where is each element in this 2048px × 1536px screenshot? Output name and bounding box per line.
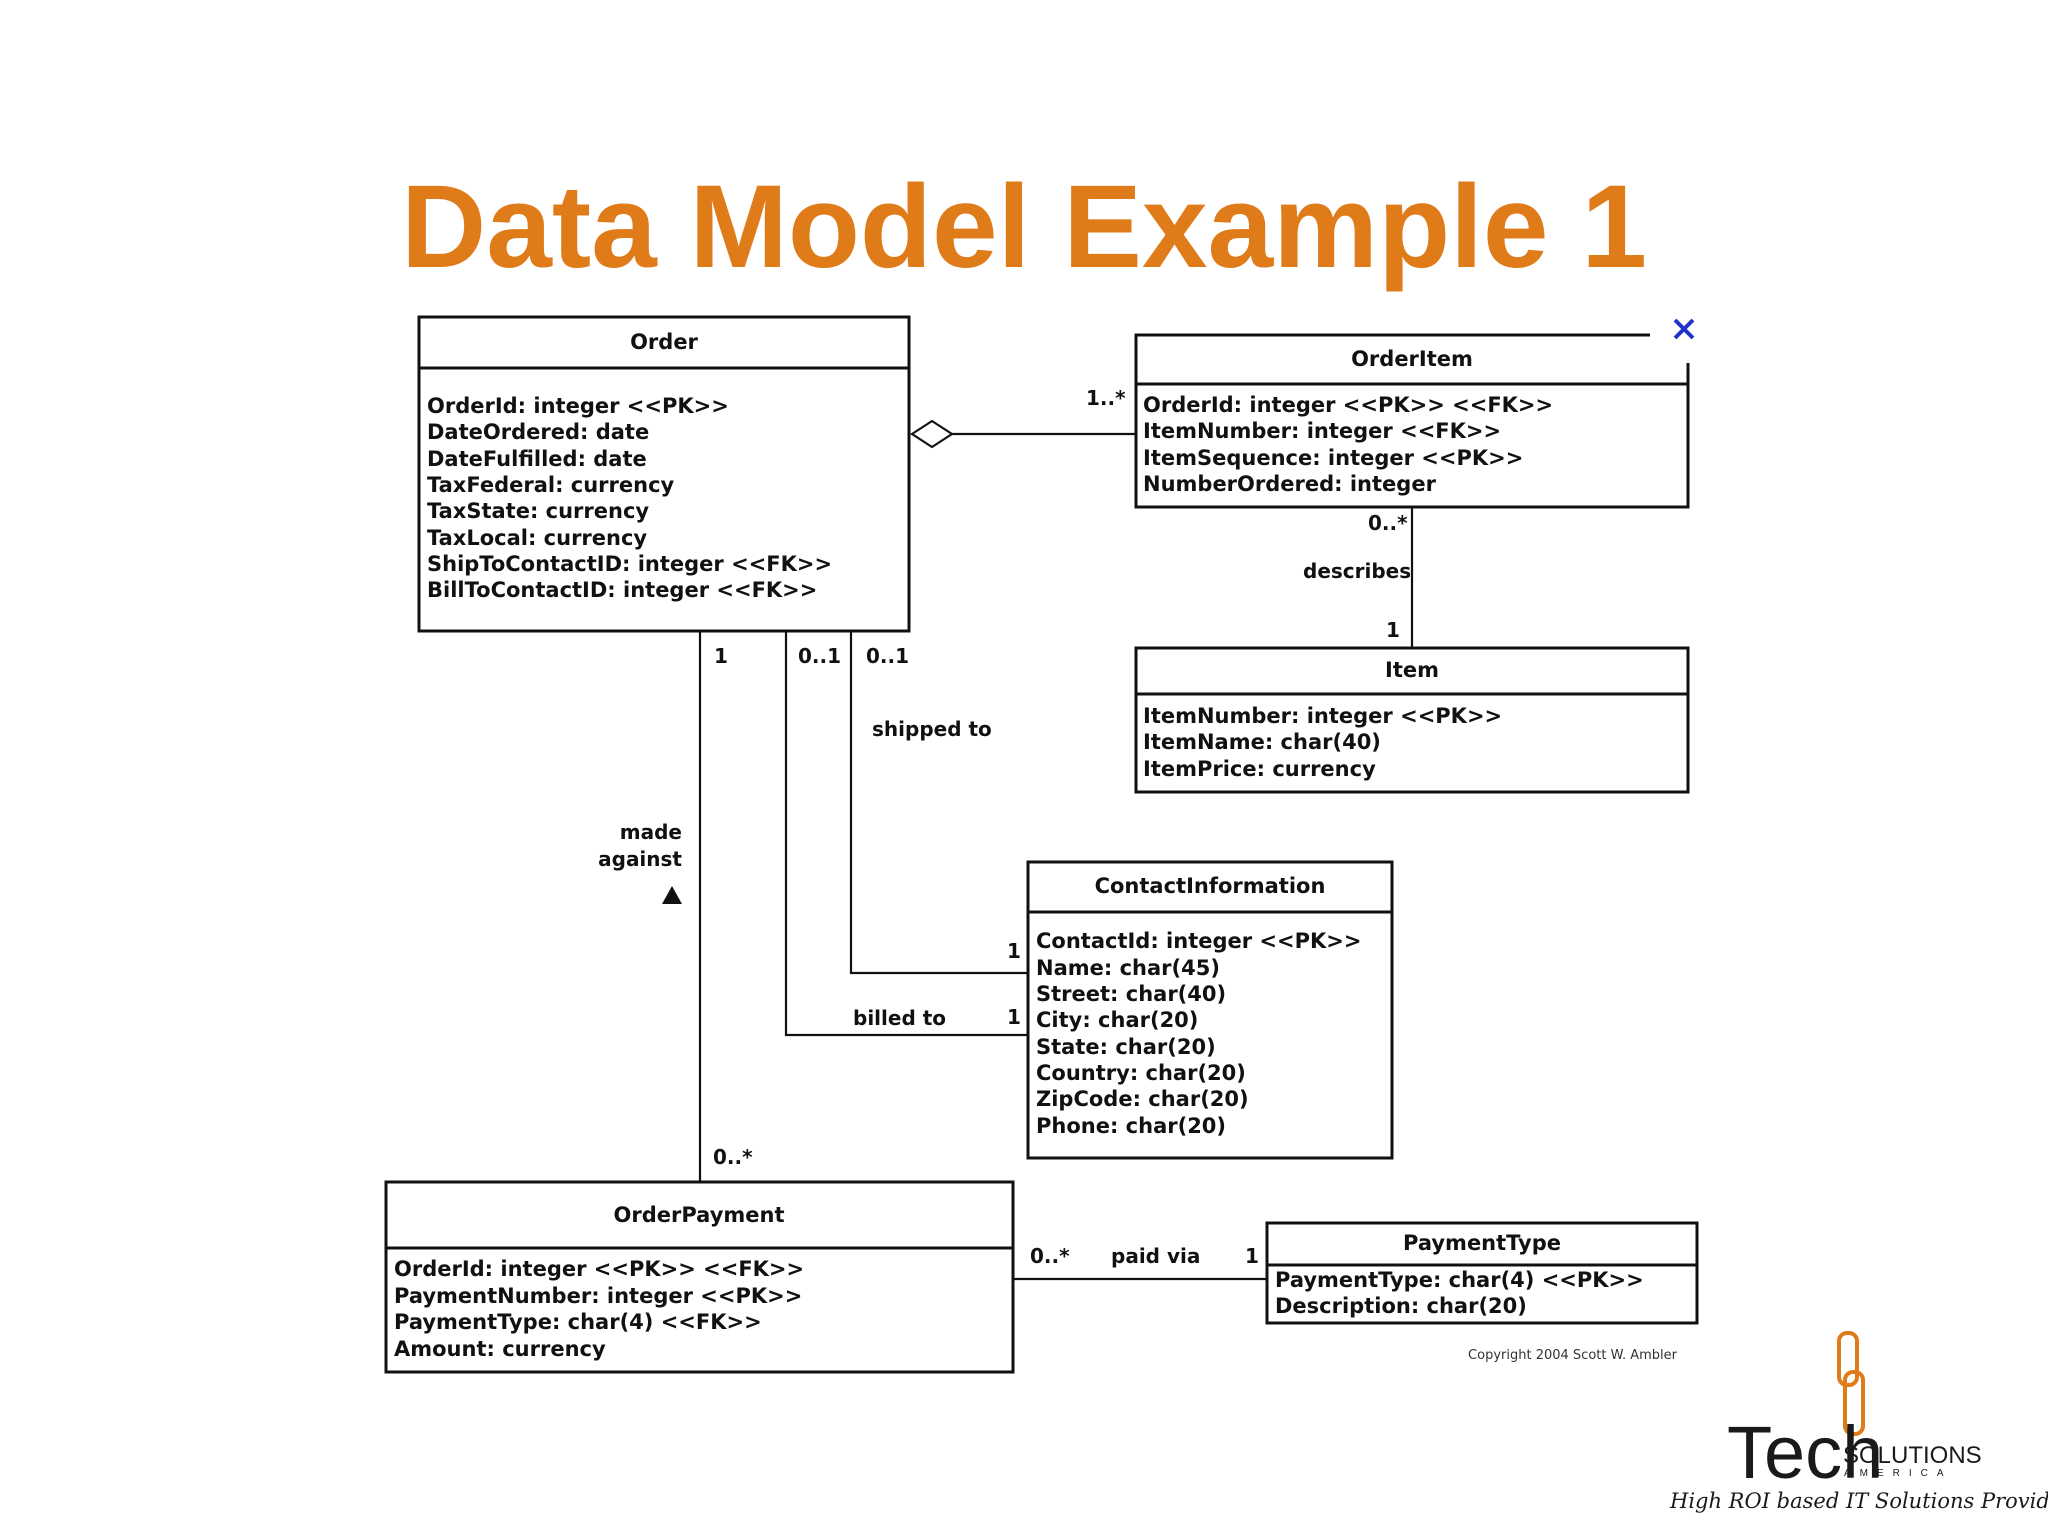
payment-attr: PaymentNumber: integer <<PK>> (394, 1284, 802, 1308)
billed-to-line (784, 631, 1028, 1037)
entity-order-payment-title: OrderPayment (614, 1203, 785, 1227)
order-attr: ShipToContactID: integer <<FK>> (427, 552, 832, 576)
entity-payment-type-title: PaymentType (1403, 1231, 1561, 1255)
company-logo: Tech SOLUTIONS AMERICA High ROI based IT… (1669, 1331, 2048, 1513)
multiplicity-label: 0..* (1030, 1244, 1070, 1268)
logo-solutions: SOLUTIONS (1843, 1442, 1982, 1469)
multiplicity-label: 1 (1007, 939, 1021, 963)
aggregation-diamond-icon (909, 419, 955, 449)
logo-brand: Tech (1727, 1411, 1883, 1494)
order-attr: TaxState: currency (427, 499, 649, 523)
contact-attr: Name: char(45) (1036, 956, 1220, 980)
entity-item-title: Item (1385, 658, 1439, 682)
payment-type-attr: PaymentType: char(4) <<PK>> (1275, 1268, 1644, 1292)
slide-title: Data Model Example 1 (401, 161, 1647, 293)
multiplicity-label: 1 (1386, 618, 1400, 642)
item-attr: ItemPrice: currency (1143, 757, 1376, 781)
logo-america: AMERICA (1844, 1468, 1953, 1479)
order-attr: BillToContactID: integer <<FK>> (427, 578, 817, 602)
payment-attr: PaymentType: char(4) <<FK>> (394, 1310, 762, 1334)
contact-attr: City: char(20) (1036, 1008, 1198, 1032)
copyright-notice: Copyright 2004 Scott W. Ambler (1468, 1348, 1678, 1363)
entity-order: Order OrderId: integer <<PK>> DateOrdere… (417, 315, 911, 633)
entity-payment-type: PaymentType PaymentType: char(4) <<PK>> … (1265, 1221, 1699, 1325)
logo-chain-icon (1837, 1331, 1865, 1436)
entity-contact-information-title: ContactInformation (1095, 874, 1326, 898)
relationship-label-made: made (620, 820, 682, 844)
multiplicity-label: 0..* (1368, 511, 1408, 535)
relationship-label-billed-to: billed to (853, 1006, 946, 1030)
entity-order-title: Order (630, 330, 698, 354)
item-attr: ItemNumber: integer <<PK>> (1143, 704, 1502, 728)
multiplicity-label: 0..1 (798, 644, 841, 668)
shipped-to-line (849, 631, 1028, 975)
order-attr: DateFulfilled: date (427, 447, 647, 471)
contact-attr: ZipCode: char(20) (1036, 1087, 1249, 1111)
entity-order-item-title: OrderItem (1351, 347, 1473, 371)
order-item-attr: ItemSequence: integer <<PK>> (1143, 446, 1523, 470)
multiplicity-label: 1..* (1086, 386, 1126, 410)
multiplicity-label: 1 (1245, 1244, 1259, 1268)
order-item-attr: OrderId: integer <<PK>> <<FK>> (1143, 393, 1553, 417)
payment-attr: OrderId: integer <<PK>> <<FK>> (394, 1257, 804, 1281)
order-attr: TaxFederal: currency (427, 473, 675, 497)
relationship-label-shipped-to: shipped to (872, 717, 992, 741)
contact-attr: Country: char(20) (1036, 1061, 1246, 1085)
item-attr: ItemName: char(40) (1143, 730, 1381, 754)
relationship-label-paid-via: paid via (1111, 1244, 1200, 1268)
logo-tagline: High ROI based IT Solutions Provider (1669, 1489, 2048, 1513)
multiplicity-label: 0..1 (866, 644, 909, 668)
order-attr: OrderId: integer <<PK>> (427, 394, 729, 418)
payment-attr: Amount: currency (394, 1337, 606, 1361)
contact-attr: State: char(20) (1036, 1035, 1216, 1059)
payment-type-attr: Description: char(20) (1275, 1294, 1527, 1318)
relationship-label-against: against (598, 847, 682, 871)
entity-contact-information: ContactInformation ContactId: integer <<… (1026, 860, 1394, 1160)
order-item-attr: ItemNumber: integer <<FK>> (1143, 419, 1501, 443)
multiplicity-label: 0..* (713, 1145, 753, 1169)
contact-attr: Street: char(40) (1036, 982, 1226, 1006)
order-item-attr: NumberOrdered: integer (1143, 472, 1437, 496)
contact-attr: ContactId: integer <<PK>> (1036, 929, 1361, 953)
multiplicity-label: 1 (714, 644, 728, 668)
direction-triangle-icon (662, 886, 682, 904)
entity-order-payment: OrderPayment OrderId: integer <<PK>> <<F… (384, 1180, 1015, 1374)
multiplicity-label: 1 (1007, 1005, 1021, 1029)
order-attr: DateOrdered: date (427, 420, 649, 444)
relationship-label-describes: describes (1303, 559, 1411, 583)
order-attr: TaxLocal: currency (427, 526, 647, 550)
entity-item: Item ItemNumber: integer <<PK>> ItemName… (1134, 646, 1690, 794)
close-icon[interactable] (1673, 318, 1695, 340)
contact-attr: Phone: char(20) (1036, 1114, 1226, 1138)
entity-order-item: OrderItem OrderId: integer <<PK>> <<FK>>… (1134, 333, 1690, 509)
